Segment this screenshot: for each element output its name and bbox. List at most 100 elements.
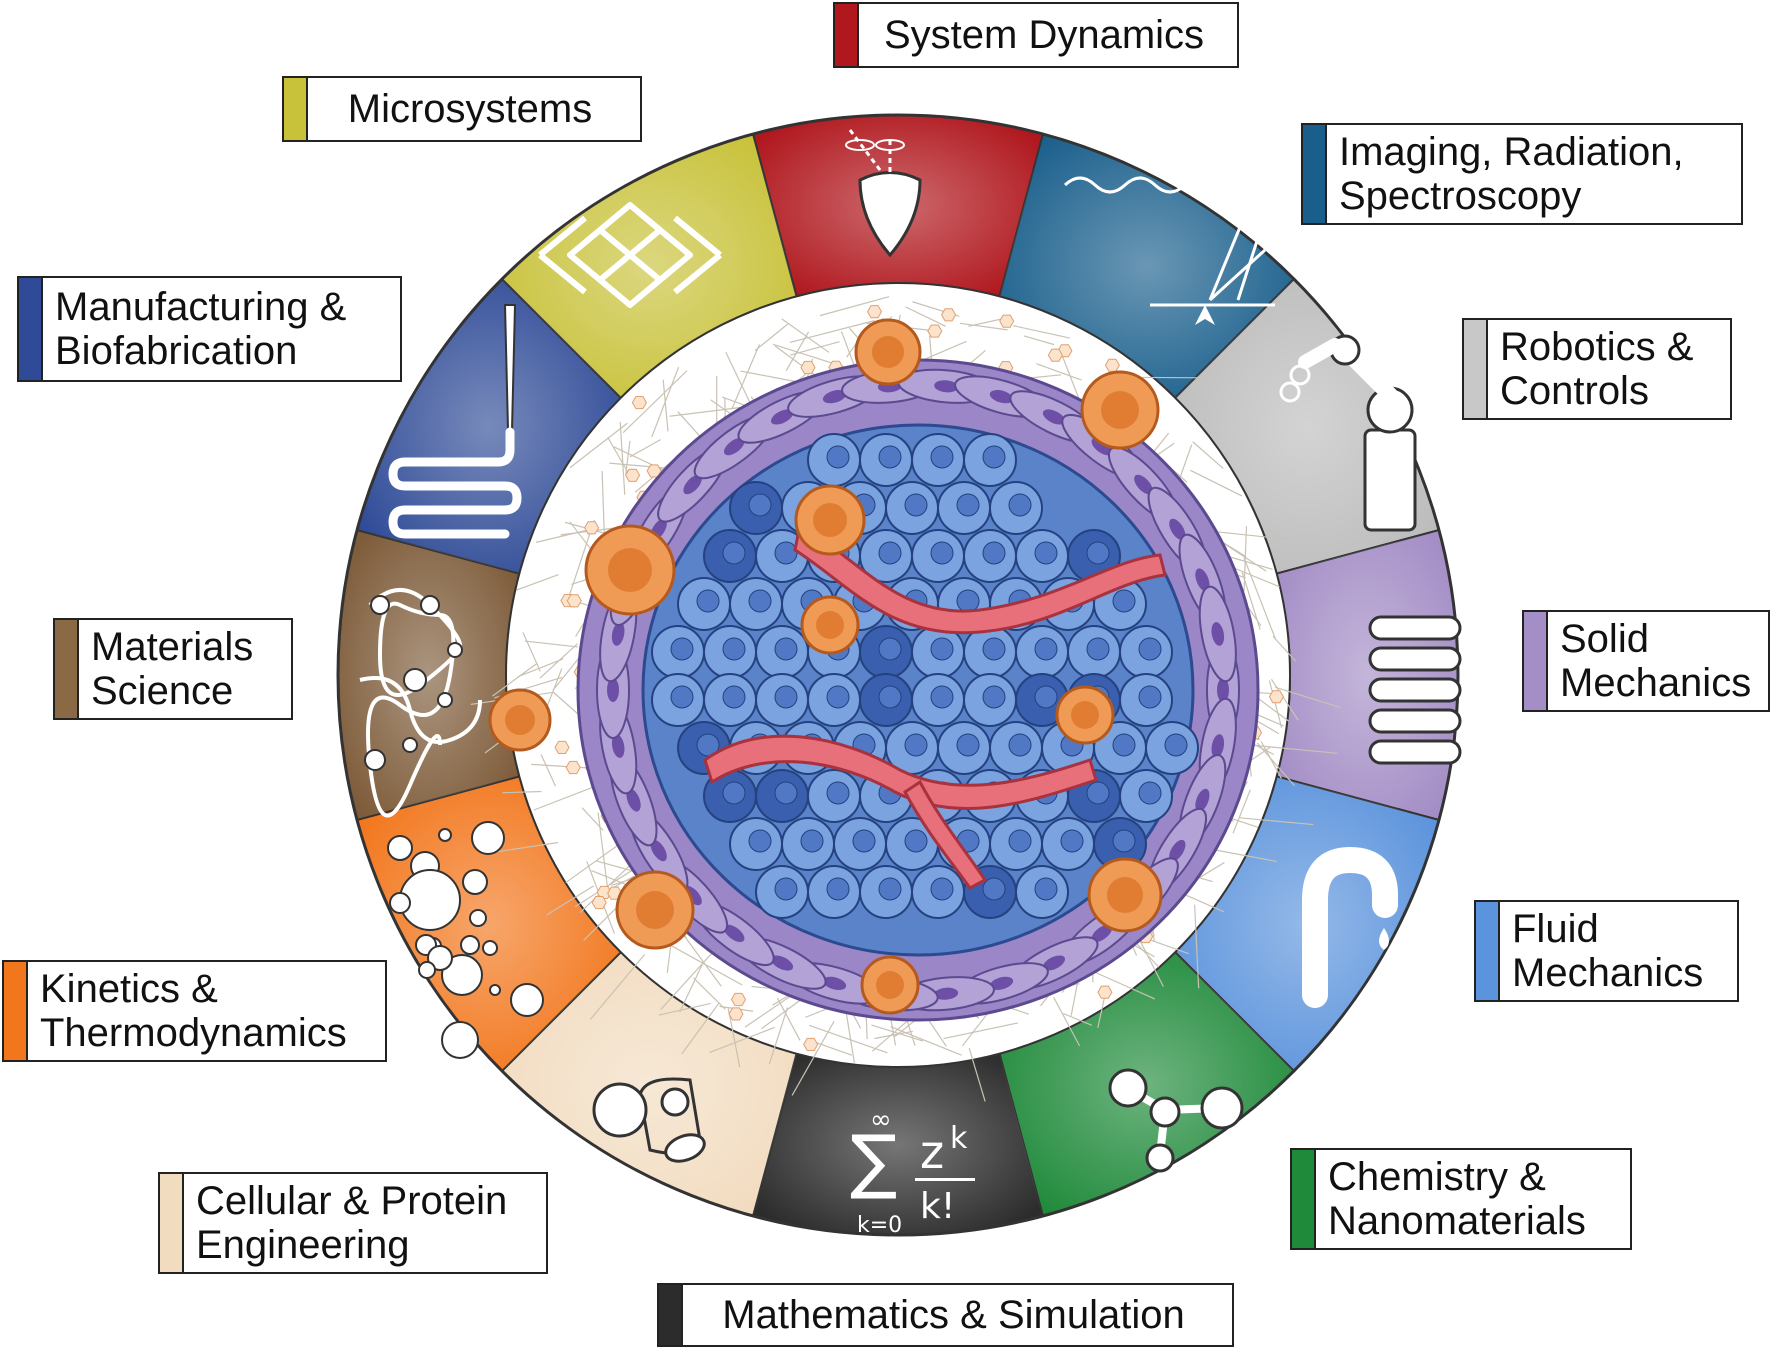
epithelial-nucleus [1034, 877, 1058, 901]
label-text-microsystems: Microsystems [308, 78, 632, 140]
matrix-hexagon [1268, 690, 1284, 704]
label-line: Materials [91, 625, 254, 669]
label-microsystems: Microsystems [282, 76, 642, 142]
matrix-hexagon [1097, 985, 1113, 999]
label-swatch-cellular [160, 1174, 184, 1272]
matrix-hexagon [941, 308, 957, 322]
label-line: Solid [1560, 617, 1649, 661]
label-line: Mechanics [1560, 661, 1752, 705]
immune-nucleus [816, 611, 844, 639]
label-line: Science [91, 669, 234, 713]
label-text-system-dynamics: System Dynamics [859, 4, 1229, 66]
immune-cells [488, 318, 1163, 1015]
epithelial-nucleus [696, 589, 720, 613]
numerator-z: z [920, 1125, 944, 1179]
epithelial-nucleus [1086, 541, 1110, 565]
ring-segment-shine-microsystems [502, 134, 797, 398]
fiber [681, 1002, 720, 1055]
stromal-nucleus [723, 437, 745, 456]
ring-segment-shine-materials [338, 530, 520, 820]
label-line: Nanomaterials [1328, 1199, 1586, 1243]
matrix-hexagon [800, 360, 816, 375]
faucet-icon [1302, 846, 1398, 1008]
label-line: Thermodynamics [40, 1011, 347, 1055]
stromal-nucleus [626, 788, 641, 812]
label-swatch-system-dynamics [835, 4, 859, 66]
epithelial-nucleus [670, 685, 694, 709]
stromal-nucleus [822, 976, 847, 990]
fiber [693, 977, 726, 1010]
stromal-nucleus [1042, 955, 1066, 971]
matrix-hexagon [927, 324, 943, 338]
fiber [768, 1007, 789, 1065]
epithelial-nucleus [1086, 781, 1110, 805]
label-line: Engineering [196, 1223, 410, 1267]
epithelial-nucleus [826, 445, 850, 469]
matrix-hexagon [866, 305, 883, 319]
epithelial-nucleus [826, 877, 850, 901]
ring-segment-shine-manufacturing [357, 279, 621, 574]
fiber [943, 1022, 1018, 1040]
denominator-kfact: k! [920, 1186, 955, 1227]
fiber [1268, 680, 1283, 728]
fiber [754, 323, 789, 352]
label-line: Biofabrication [55, 329, 298, 373]
fiber [596, 860, 638, 873]
fiber [1212, 530, 1292, 541]
epithelial-nucleus [826, 781, 850, 805]
fiber [1274, 686, 1341, 709]
fiber [619, 421, 626, 495]
fiber [776, 997, 801, 1041]
label-system-dynamics: System Dynamics [833, 2, 1239, 68]
fiber [524, 640, 578, 648]
exponent-k: k [950, 1121, 968, 1156]
label-swatch-robotics [1464, 320, 1488, 418]
epithelial-nucleus [1138, 637, 1162, 661]
fiber [1232, 789, 1251, 834]
fiber [1023, 335, 1055, 346]
epithelial-nucleus [1034, 685, 1058, 709]
epithelial-nucleus [982, 445, 1006, 469]
label-swatch-fluid-mechanics [1476, 902, 1500, 1000]
fiber [622, 370, 688, 434]
fiber [581, 807, 604, 831]
fiber [679, 963, 704, 1013]
stromal-nucleus [723, 924, 745, 943]
immune-nucleus [636, 891, 674, 929]
label-line: Manufacturing & [55, 285, 347, 329]
fiber [1251, 744, 1338, 754]
fiber [569, 521, 595, 554]
matrix-hexagon [1047, 348, 1063, 362]
fiber [1243, 526, 1248, 592]
fiber [1190, 469, 1243, 497]
label-manufacturing: Manufacturing &Biofabrication [17, 276, 402, 382]
cells-icon [592, 1077, 706, 1163]
matrix-hexagon [566, 594, 582, 608]
fiber [905, 306, 946, 327]
stromal-nucleus [1169, 518, 1186, 541]
epithelial-nucleus [852, 829, 876, 853]
fiber [1053, 997, 1081, 1047]
epithelial-nucleus [774, 637, 798, 661]
immune-nucleus [1071, 701, 1099, 729]
sum-upper-limit: ∞ [870, 1105, 892, 1135]
ring-segment-shine-mathematics [753, 1053, 1043, 1235]
epithelial-nucleus [774, 541, 798, 565]
sum-lower-limit: k=0 [857, 1213, 902, 1238]
fiber [540, 754, 557, 787]
fiber [923, 340, 967, 361]
matrix-hexagon [596, 885, 612, 899]
stromal-nucleus [683, 474, 702, 495]
fiber [1194, 904, 1200, 989]
fiber [968, 1047, 986, 1102]
label-swatch-microsystems [284, 78, 308, 140]
epithelial-nucleus [878, 445, 902, 469]
matrix-hexagon [999, 314, 1015, 328]
tissue-cluster [488, 318, 1260, 1022]
label-line: Microsystems [347, 87, 593, 131]
epithelial-nucleus [826, 685, 850, 709]
fiber [871, 1024, 924, 1042]
